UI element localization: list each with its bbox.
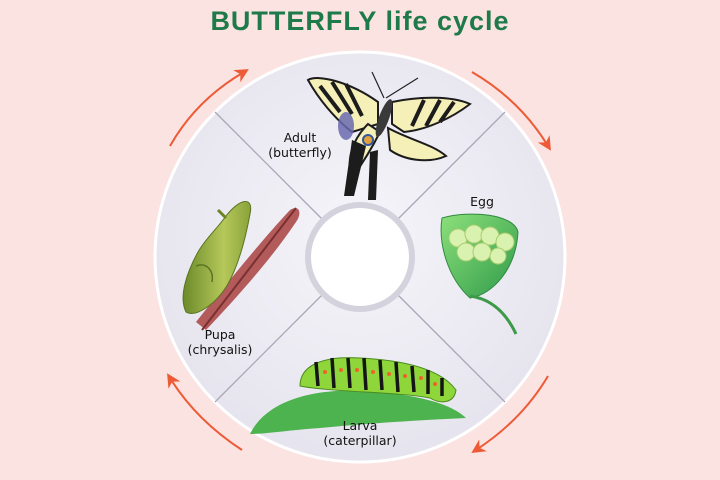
- stage-label-larva: Larva (caterpillar): [323, 418, 397, 448]
- center-hole: [305, 202, 415, 312]
- diagram-title: BUTTERFLY life cycle: [210, 6, 510, 36]
- arrow-bottom-right: [471, 375, 549, 454]
- chrysalis-icon: [182, 201, 300, 331]
- cycle-arrows: [167, 69, 551, 454]
- eggs-on-leaf-icon: [440, 213, 519, 335]
- butterfly-icon: [306, 71, 472, 200]
- arrow-top-left: [169, 69, 249, 147]
- arrow-bottom-left: [167, 373, 243, 451]
- stage-label-pupa: Pupa (chrysalis): [187, 327, 253, 357]
- stage-label-egg: Egg: [470, 194, 494, 209]
- arrow-top-right: [471, 71, 551, 151]
- quadrant-dividers: [214, 111, 506, 403]
- caterpillar-icon: [250, 357, 466, 434]
- stage-label-adult: Adult (butterfly): [268, 130, 332, 160]
